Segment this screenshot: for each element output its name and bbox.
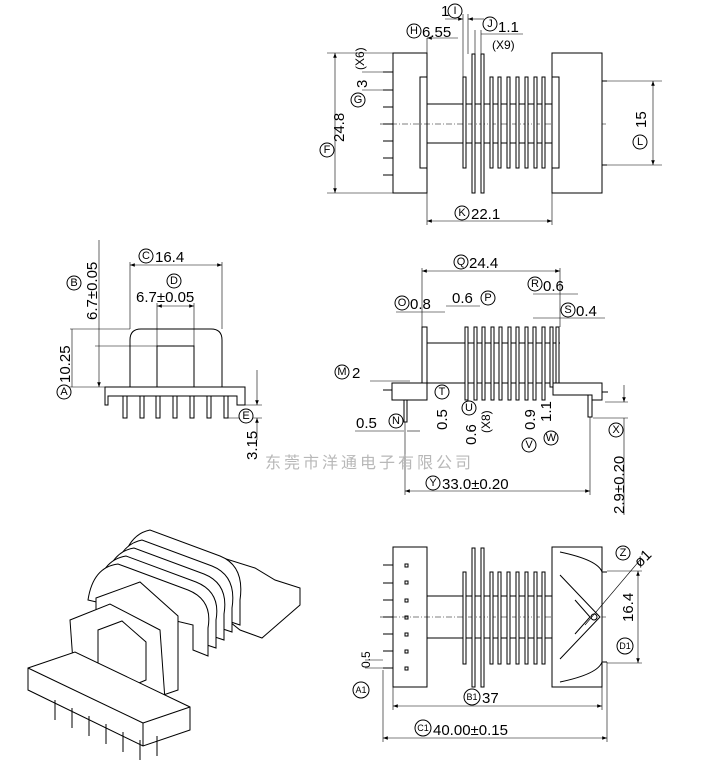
- bottom-view-pins: [383, 564, 393, 669]
- side-view-flanges: [464, 326, 560, 401]
- top-view-pins: [383, 71, 393, 176]
- dim-B-value: 6.7±0.05: [84, 262, 101, 320]
- bottom-view-pads: [404, 563, 409, 671]
- dim-J-note: (X9): [492, 38, 515, 52]
- front-view-pins: [122, 395, 229, 419]
- dim-letter-W: W: [546, 432, 557, 444]
- dim-letter-V: V: [525, 439, 533, 451]
- dim-letter-L: L: [637, 136, 643, 148]
- dim-letter-C: C: [142, 250, 150, 262]
- dim-M-value: 2: [352, 365, 360, 382]
- dim-letter-Z: Z: [620, 547, 627, 559]
- dim-Q-value: 24.4: [469, 255, 498, 272]
- dim-letter-B: B: [70, 277, 77, 289]
- dim-D-value: 6.7±0.05: [136, 289, 194, 306]
- dim-V-value: 0.9: [522, 409, 539, 430]
- dim-letter-B1: B1: [466, 692, 477, 702]
- dim-letter-R: R: [531, 278, 539, 290]
- dim-H-value: 6.55: [422, 24, 451, 41]
- dim-C-value: 16.4: [155, 249, 184, 266]
- dim-letter-F: F: [324, 144, 331, 156]
- dim-B1-value: 37: [482, 690, 499, 707]
- top-view: F 24.8 G 3 (X6) H 6.55 1 I J 1.1 (X9) K …: [319, 3, 662, 225]
- dim-Z-value: ø1: [631, 546, 655, 570]
- dim-K-value: 22.1: [471, 206, 500, 223]
- dim-letter-Y: Y: [429, 477, 437, 489]
- dim-U-note: (X8): [479, 410, 493, 433]
- dim-L-value: 15: [633, 111, 650, 128]
- dim-S-value: 0.4: [576, 303, 597, 320]
- dim-letter-X: X: [612, 424, 620, 436]
- dim-I-value: 1: [441, 3, 449, 20]
- dim-W-value: 1.1: [538, 401, 555, 422]
- dim-letter-I: I: [453, 5, 456, 17]
- dim-G-note: (X6): [353, 47, 367, 70]
- dim-letter-S: S: [564, 304, 571, 316]
- dim-letter-N: N: [392, 415, 400, 427]
- dim-U-value: 0.6: [463, 424, 480, 445]
- dim-letter-O: O: [398, 297, 407, 309]
- dim-O-value: 0.8: [410, 296, 431, 313]
- dim-letter-H: H: [410, 25, 418, 37]
- bottom-view-flanges: [489, 571, 546, 665]
- dim-letter-J: J: [487, 18, 493, 30]
- dim-letter-D1: D1: [619, 641, 631, 651]
- dim-F-value: 24.8: [331, 113, 348, 142]
- bottom-view: Z ø1 16.4 D1 0.5 A1 B1 37 C1 40.00±0.15: [352, 545, 655, 742]
- dim-R-value: 0.6: [543, 278, 564, 295]
- dim-letter-G: G: [354, 94, 363, 106]
- dim-G-value: 3: [354, 80, 371, 88]
- side-view: Q 24.4 O 0.8 0.6 P R 0.6 S 0.4 M 2 0.5 N…: [334, 254, 628, 515]
- dim-N-value: 0.5: [356, 415, 377, 432]
- dim-letter-T: T: [439, 386, 446, 398]
- isometric-pins: [54, 700, 158, 760]
- dim-letter-Q: Q: [457, 256, 466, 268]
- dim-E-value: 3.15: [244, 431, 261, 460]
- dim-J-value: 1.1: [498, 19, 519, 36]
- dim-letter-K: K: [458, 207, 466, 219]
- top-view-flanges: [489, 76, 560, 169]
- dim-A-value: 10.25: [57, 345, 74, 383]
- dim-letter-U: U: [465, 402, 473, 414]
- dim-Y-value: 33.0±0.20: [442, 476, 509, 493]
- dim-letter-P: P: [484, 292, 491, 304]
- dim-P-value: 0.6: [452, 290, 473, 307]
- front-view: C 16.4 D 6.7±0.05 B 6.7±0.05 A 10.25 E 3…: [56, 240, 262, 460]
- dim-letter-A1: A1: [355, 685, 366, 695]
- dim-letter-D: D: [170, 275, 178, 287]
- dim-X-value: 2.9±0.20: [611, 456, 628, 514]
- dim-letter-C1: C1: [417, 723, 429, 733]
- dim-A1-value: 0.5: [359, 651, 373, 668]
- watermark: 东莞市洋通电子有限公司: [265, 453, 474, 472]
- isometric-view: [27, 529, 301, 760]
- dim-C1-value: 40.00±0.15: [433, 722, 508, 739]
- dim-letter-E: E: [242, 410, 249, 422]
- dim-letter-A: A: [60, 386, 68, 398]
- dim-letter-M: M: [337, 366, 346, 378]
- dim-T-value: 0.5: [434, 409, 451, 430]
- dim-D1-value: 16.4: [620, 593, 637, 622]
